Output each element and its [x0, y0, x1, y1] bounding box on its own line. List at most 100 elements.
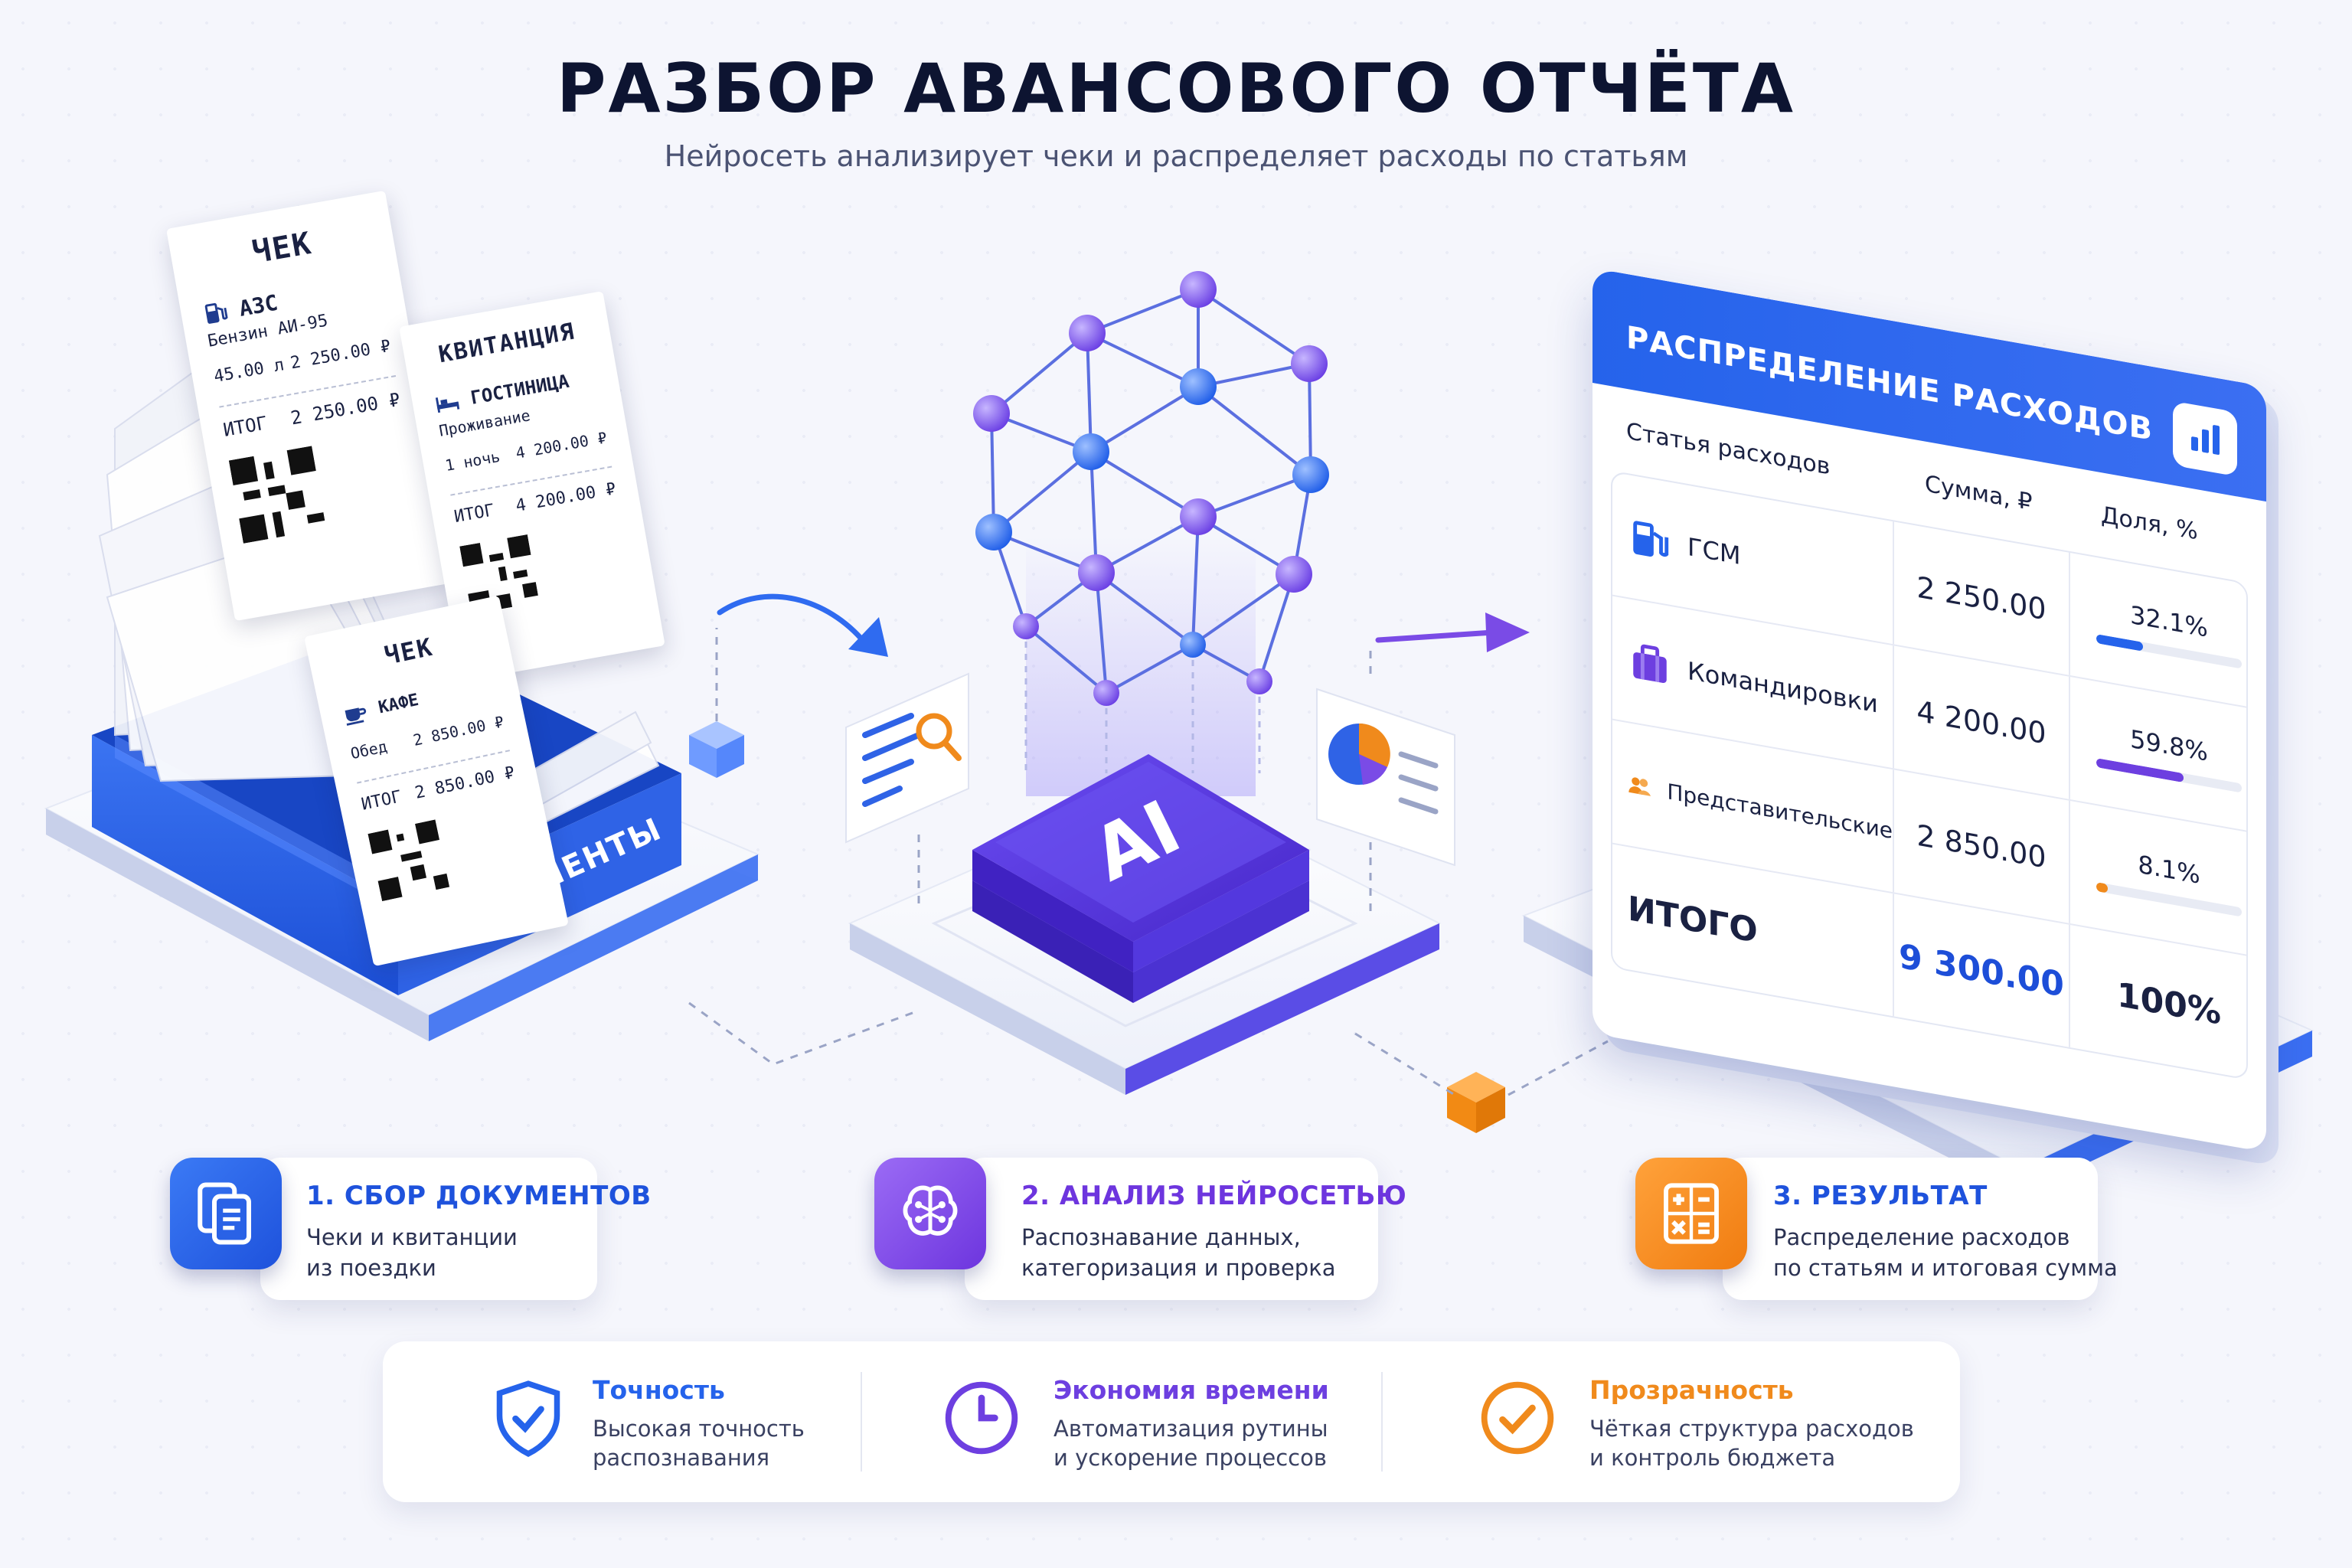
chart-button[interactable]: [2173, 400, 2237, 477]
step-text-analysis-1: Распознавание данных,: [1021, 1224, 1301, 1250]
table-row-business-trips[interactable]: Командировки 4 200.00 59.8%: [1612, 596, 2266, 835]
total-label: ИТОГО: [1628, 888, 1758, 951]
bar-chart-icon: [2191, 425, 2220, 456]
page-title: РАЗБОР АВАНСОВОГО ОТЧЁТА: [556, 49, 1796, 128]
network-edge: [1095, 571, 1194, 646]
network-edge: [1024, 625, 1108, 694]
network-node: [1073, 433, 1109, 470]
receipt-qty: 45.00 л: [212, 355, 286, 387]
step-card-analysis: [965, 1158, 1378, 1300]
benefit-text-time-2: и ускорение процессов: [1054, 1445, 1327, 1471]
row-share: 8.1%: [2138, 849, 2200, 890]
expense-distribution-table: РАСПРЕДЕЛЕНИЕ РАСХОДОВ Статья расходов С…: [1592, 268, 2266, 1153]
step-title-analysis: 2. АНАЛИЗ НЕЙРОСЕТЬЮ: [1021, 1181, 1407, 1211]
suitcase-icon: [1633, 644, 1667, 684]
share-bar-fill: [2096, 634, 2143, 652]
step-icon-collect: [170, 1158, 282, 1269]
network-edge: [990, 413, 995, 533]
benefit-text-transparency-2: и контроль бюджета: [1589, 1445, 1836, 1471]
network-edge: [1106, 643, 1194, 694]
receipt-title: ЧЕК: [381, 632, 436, 671]
step-icon-analysis: [874, 1158, 986, 1269]
receipt-amount: 2 850.00 ₽: [411, 712, 506, 750]
network-node: [1291, 345, 1328, 382]
row-category: ГСМ: [1687, 531, 1741, 571]
step-icon-result: [1635, 1158, 1747, 1269]
arrow-to-ai: [717, 593, 888, 657]
table-row-representation[interactable]: Представительские 2 850.00 8.1%: [1612, 720, 2266, 959]
blue-cube: [689, 721, 744, 778]
page-subtitle: Нейросеть анализирует чеки и распределяе…: [664, 139, 1688, 173]
step-card-result: [1723, 1158, 2098, 1300]
step-title-result: 3. РЕЗУЛЬТАТ: [1773, 1181, 1988, 1211]
step-text-collect-2: из поездки: [306, 1255, 436, 1281]
network-node: [1292, 456, 1329, 493]
row-category: Представительские: [1667, 778, 1893, 844]
network-edge: [992, 450, 1093, 534]
network-edge: [1086, 332, 1199, 388]
step-text-collect-1: Чеки и квитанции: [306, 1224, 518, 1250]
receipt-item: Обед: [348, 737, 389, 763]
step-text-analysis-2: категоризация и проверка: [1021, 1255, 1336, 1281]
network-edge: [1197, 288, 1311, 365]
network-edge: [1089, 385, 1200, 453]
receipt-place: АЗС: [237, 289, 280, 322]
network-edge: [1197, 385, 1312, 476]
qr-code-icon: [368, 819, 450, 902]
network-edge: [1095, 572, 1108, 694]
network-node: [975, 514, 1012, 550]
qr-code-icon: [228, 446, 327, 544]
share-bar-fill: [2096, 882, 2109, 893]
step-text-result-2: по статьям и итоговая сумма: [1773, 1255, 2118, 1281]
check-circle-icon: [1481, 1381, 1554, 1455]
network-edge: [1086, 332, 1093, 452]
share-bar-fill: [2096, 758, 2184, 783]
clock-icon: [945, 1381, 1018, 1455]
column-header: Сумма, ₽: [1925, 470, 2033, 516]
benefit-title-transparency: Прозрачность: [1589, 1375, 1794, 1405]
benefits-bar: Точность Высокая точность распознавания …: [383, 1341, 1960, 1502]
network-edge: [1258, 573, 1295, 682]
pie-chart-report-card: [1316, 688, 1455, 867]
network-node: [973, 395, 1010, 432]
network-edge: [1089, 451, 1098, 573]
step-card-collect: [260, 1158, 597, 1300]
receipt-title: КВИТАНЦИЯ: [436, 318, 578, 369]
shield-check-icon: [496, 1380, 560, 1458]
row-share: 59.8%: [2130, 724, 2208, 767]
benefit-title-time: Экономия времени: [1054, 1375, 1329, 1405]
network-node: [1180, 271, 1217, 308]
receipt-total-label: ИТОГ: [221, 412, 270, 441]
network-edge: [1191, 516, 1200, 645]
network-edge: [993, 531, 1097, 574]
receipt-total-label: ИТОГ: [452, 501, 496, 528]
receipt-qty: 1 ночь: [443, 446, 501, 475]
magnifier-icon: [916, 713, 952, 750]
calculator-icon: [1664, 1183, 1719, 1244]
receipt-amount: 2 250.00 ₽: [289, 336, 393, 374]
share-bar: [2096, 758, 2242, 793]
fuel-pump-icon: [204, 302, 228, 324]
benefit-text-accuracy-1: Высокая точность: [593, 1416, 805, 1442]
share-bar: [2096, 882, 2242, 917]
fuel-pump-icon: [1633, 521, 1669, 557]
receipt-total-label: ИТОГ: [359, 787, 403, 815]
table-row-fuel[interactable]: ГСМ 2 250.00 32.1%: [1612, 472, 2266, 710]
network-edge: [1089, 450, 1200, 518]
step-title-collect: 1. СБОР ДОКУМЕНТОВ: [306, 1181, 652, 1211]
column-header: Доля, %: [2101, 501, 2198, 545]
network-edge: [1197, 515, 1295, 576]
network-node: [1246, 668, 1272, 694]
network-node: [1013, 613, 1039, 639]
dashed-connectors: [688, 628, 1609, 1096]
orange-cube: [1447, 1072, 1505, 1133]
benefit-divider: [1381, 1372, 1383, 1472]
network-edge: [1197, 362, 1310, 388]
row-share: 32.1%: [2130, 599, 2208, 643]
network-node: [1180, 498, 1217, 535]
benefit-text-accuracy-2: распознавания: [593, 1445, 770, 1471]
receipt-total: 4 200.00 ₽: [514, 479, 618, 516]
